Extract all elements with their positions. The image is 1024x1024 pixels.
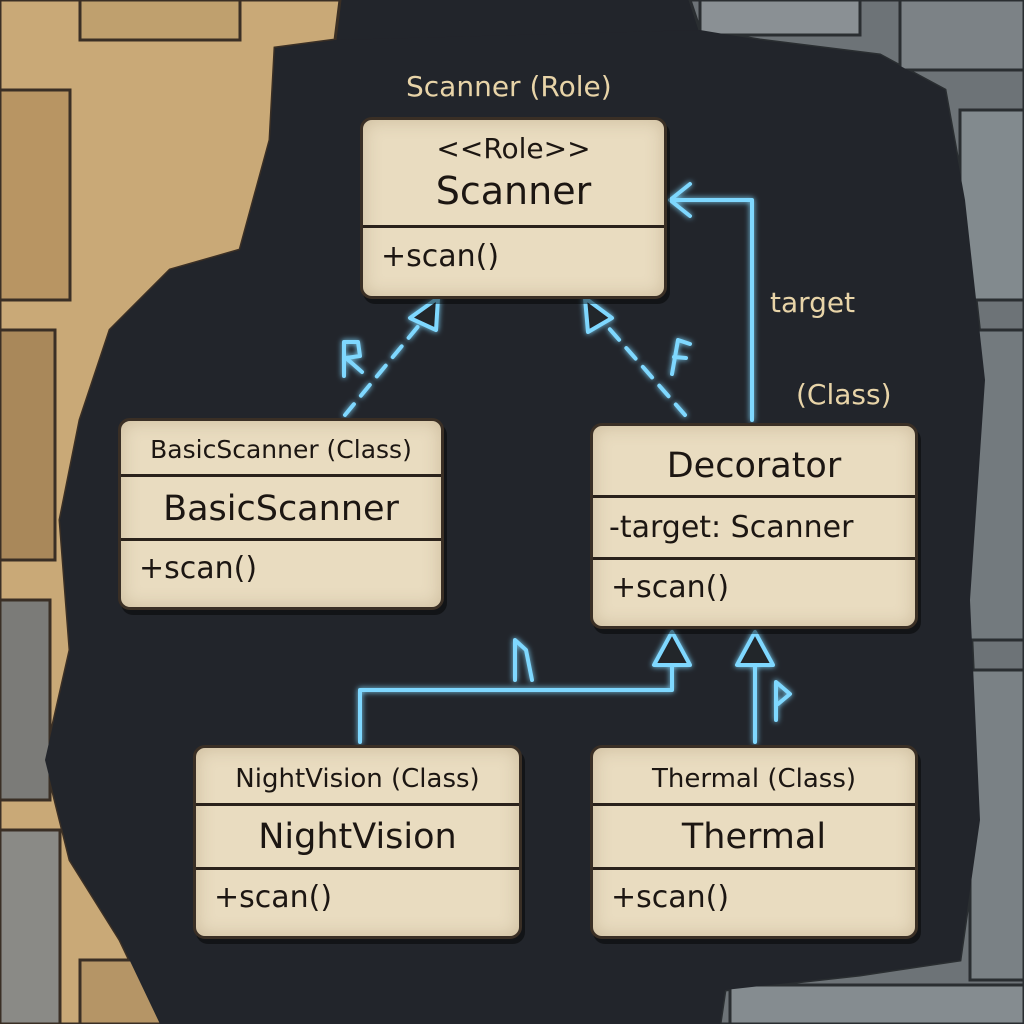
nightvision-name: NightVision	[196, 806, 519, 870]
decorator-name: Decorator	[593, 426, 915, 498]
basicscanner-caption: BasicScanner (Class)	[121, 421, 441, 477]
realization-arrowhead-left	[408, 296, 440, 332]
rune-glyph-bottom	[513, 638, 534, 682]
realization-basicscanner-scanner	[343, 316, 427, 417]
basicscanner-class-box[interactable]: BasicScanner (Class) BasicScanner +scan(…	[118, 418, 444, 610]
scanner-method: +scan()	[381, 239, 500, 274]
thermal-name: Thermal	[593, 806, 915, 870]
inheritance-nightvision-decorator	[358, 663, 674, 744]
thermal-method: +scan()	[611, 880, 730, 915]
thermal-caption: Thermal (Class)	[593, 748, 915, 806]
rune-glyph-left	[342, 340, 364, 378]
nightvision-class-box[interactable]: NightVision (Class) NightVision +scan()	[193, 745, 522, 939]
realization-decorator-scanner	[598, 316, 687, 417]
target-label: target	[770, 286, 856, 319]
association-target	[670, 198, 754, 422]
scanner-stereotype: <<Role>>	[436, 132, 591, 165]
nightvision-caption: NightVision (Class)	[196, 748, 519, 806]
realization-arrowhead-right	[583, 296, 614, 334]
scanner-role-label: Scanner (Role)	[406, 70, 612, 103]
scanner-name: Scanner	[435, 169, 592, 213]
basicscanner-name: BasicScanner	[121, 477, 441, 541]
inheritance-arrowhead-left	[652, 630, 692, 667]
scanner-role-box[interactable]: <<Role>> Scanner +scan()	[360, 117, 667, 299]
basicscanner-method: +scan()	[139, 551, 258, 586]
rune-glyph-right	[670, 338, 692, 376]
decorator-class-label: (Class)	[796, 378, 892, 411]
decorator-class-box[interactable]: Decorator -target: Scanner +scan()	[590, 423, 918, 629]
inheritance-arrowhead-right	[735, 630, 775, 667]
thermal-class-box[interactable]: Thermal (Class) Thermal +scan()	[590, 745, 918, 939]
decorator-method: +scan()	[611, 570, 730, 605]
association-arrowhead	[668, 182, 692, 218]
rune-glyph-thermal	[774, 680, 792, 722]
nightvision-method: +scan()	[214, 880, 333, 915]
decorator-field: -target: Scanner	[593, 498, 915, 560]
